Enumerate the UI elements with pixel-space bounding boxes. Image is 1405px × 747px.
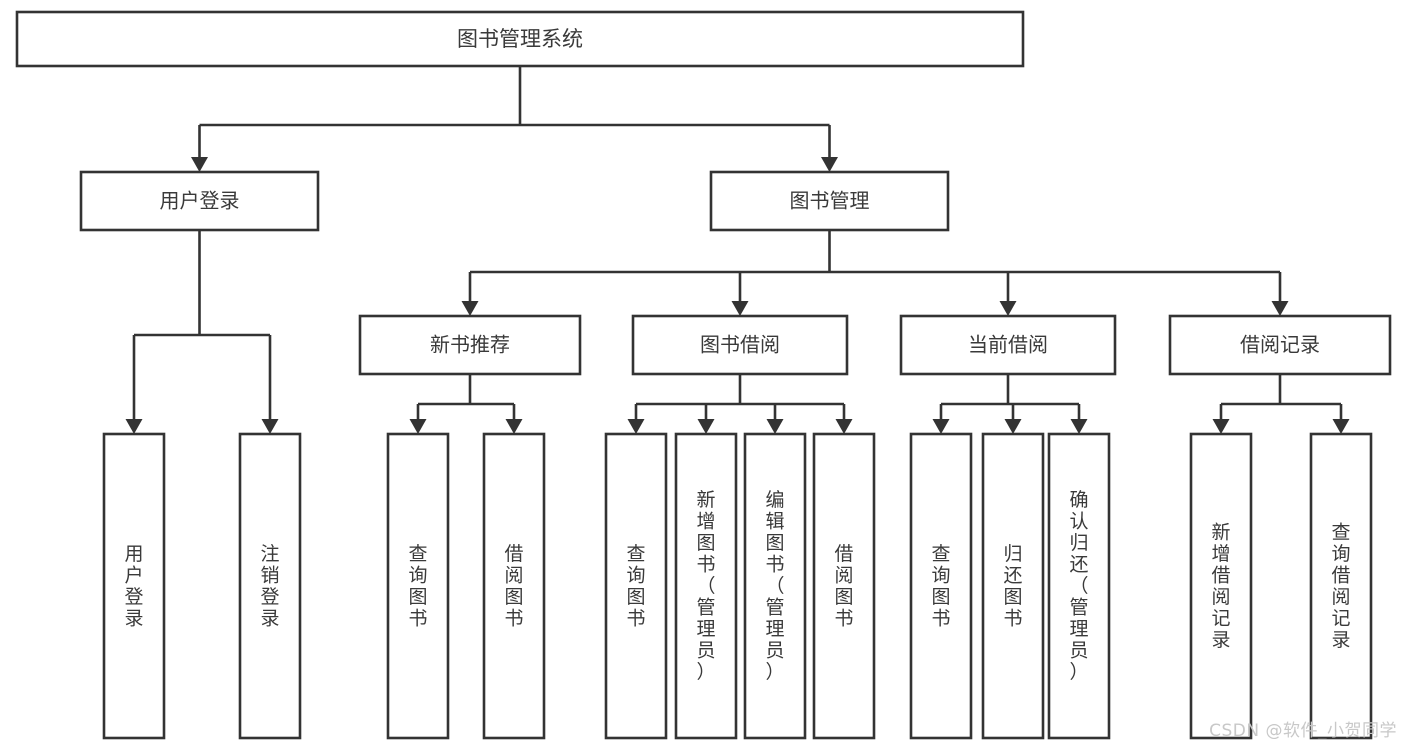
- edge-group: [932, 374, 1088, 434]
- node-label: 注销登录: [260, 542, 279, 629]
- node-label: 编辑图书（管理员）: [765, 489, 784, 683]
- node-label: 图书管理系统: [457, 27, 583, 51]
- node-label: 借阅记录: [1240, 333, 1320, 357]
- node-book-manage[interactable]: 图书管理: [709, 170, 950, 232]
- arrow-connector: [125, 335, 143, 434]
- node-label: 查询借阅记录: [1331, 521, 1350, 651]
- arrow-connector: [697, 404, 715, 434]
- arrow-connector: [731, 272, 749, 316]
- node-rect: [743, 432, 807, 740]
- node-rect: [631, 314, 849, 376]
- arrow-connector: [191, 125, 208, 172]
- node-rect: [674, 432, 738, 740]
- node-leaf-add-record[interactable]: 新增借阅记录: [1189, 432, 1253, 740]
- node-label: 归还图书: [1003, 542, 1022, 629]
- node-rect: [482, 432, 546, 740]
- connector-layer: [125, 66, 1350, 434]
- node-leaf-query-book-2[interactable]: 查询图书: [604, 432, 668, 740]
- arrow-connector: [1332, 404, 1350, 434]
- node-rect: [812, 432, 876, 740]
- node-label: 查询图书: [408, 542, 427, 629]
- node-rect: [1189, 432, 1253, 740]
- node-leaf-query-book-1[interactable]: 查询图书: [386, 432, 450, 740]
- node-leaf-user-logout[interactable]: 注销登录: [238, 432, 302, 740]
- edge-group: [409, 374, 523, 434]
- node-rect: [981, 432, 1045, 740]
- node-rect: [238, 432, 302, 740]
- arrow-connector: [461, 272, 479, 316]
- node-leaf-borrow-book-2[interactable]: 借阅图书: [812, 432, 876, 740]
- node-leaf-user-login[interactable]: 用户登录: [102, 432, 166, 740]
- arrow-connector: [1070, 404, 1088, 434]
- edge-group: [627, 374, 853, 434]
- node-rect: [604, 432, 668, 740]
- arrow-connector: [505, 404, 523, 434]
- node-label: 用户登录: [124, 542, 143, 629]
- edge-group: [191, 66, 838, 172]
- node-rect: [358, 314, 582, 376]
- node-book-borrow[interactable]: 图书借阅: [631, 314, 849, 376]
- arrow-connector: [821, 125, 838, 172]
- node-rect: [79, 170, 320, 232]
- node-label: 当前借阅: [968, 333, 1048, 357]
- node-leaf-return-book[interactable]: 归还图书: [981, 432, 1045, 740]
- node-leaf-edit-book[interactable]: 编辑图书（管理员）: [743, 432, 807, 740]
- node-leaf-add-book[interactable]: 新增图书（管理员）: [674, 432, 738, 740]
- node-label: 借阅图书: [834, 542, 853, 629]
- edge-group: [461, 230, 1289, 316]
- node-leaf-query-book-3[interactable]: 查询图书: [909, 432, 973, 740]
- edge-group: [1212, 374, 1350, 434]
- node-label: 用户登录: [160, 189, 240, 213]
- arrow-connector: [1004, 404, 1022, 434]
- node-root[interactable]: 图书管理系统: [15, 10, 1025, 68]
- node-rect: [899, 314, 1117, 376]
- node-rect: [1047, 432, 1111, 740]
- node-rect: [15, 10, 1025, 68]
- node-rect: [102, 432, 166, 740]
- arrow-connector: [835, 404, 853, 434]
- node-rect: [1309, 432, 1373, 740]
- node-label: 确认归还（管理员）: [1069, 489, 1088, 683]
- arrow-connector: [766, 404, 784, 434]
- arrow-connector: [1212, 404, 1230, 434]
- arrow-connector: [409, 404, 427, 434]
- node-leaf-query-record[interactable]: 查询借阅记录: [1309, 432, 1373, 740]
- node-new-book-rec[interactable]: 新书推荐: [358, 314, 582, 376]
- node-borrow-record[interactable]: 借阅记录: [1168, 314, 1392, 376]
- node-rect: [1168, 314, 1392, 376]
- node-rect: [709, 170, 950, 232]
- node-label: 借阅图书: [504, 542, 523, 629]
- node-label: 新增借阅记录: [1211, 521, 1230, 651]
- arrow-connector: [627, 404, 645, 434]
- arrow-connector: [999, 272, 1017, 316]
- node-user-login[interactable]: 用户登录: [79, 170, 320, 232]
- node-label: 图书借阅: [700, 333, 780, 357]
- arrow-connector: [261, 335, 279, 434]
- node-label: 查询图书: [626, 542, 645, 629]
- node-rect: [909, 432, 973, 740]
- node-leaf-confirm-return[interactable]: 确认归还（管理员）: [1047, 432, 1111, 740]
- node-current-borrow[interactable]: 当前借阅: [899, 314, 1117, 376]
- arrow-connector: [932, 404, 950, 434]
- node-leaf-borrow-book-1[interactable]: 借阅图书: [482, 432, 546, 740]
- node-label: 图书管理: [790, 189, 870, 213]
- node-label: 新增图书（管理员）: [696, 489, 715, 683]
- node-rect: [386, 432, 450, 740]
- node-label: 新书推荐: [430, 333, 510, 357]
- node-label: 查询图书: [931, 542, 950, 629]
- edge-group: [125, 230, 279, 434]
- arrow-connector: [1271, 272, 1289, 316]
